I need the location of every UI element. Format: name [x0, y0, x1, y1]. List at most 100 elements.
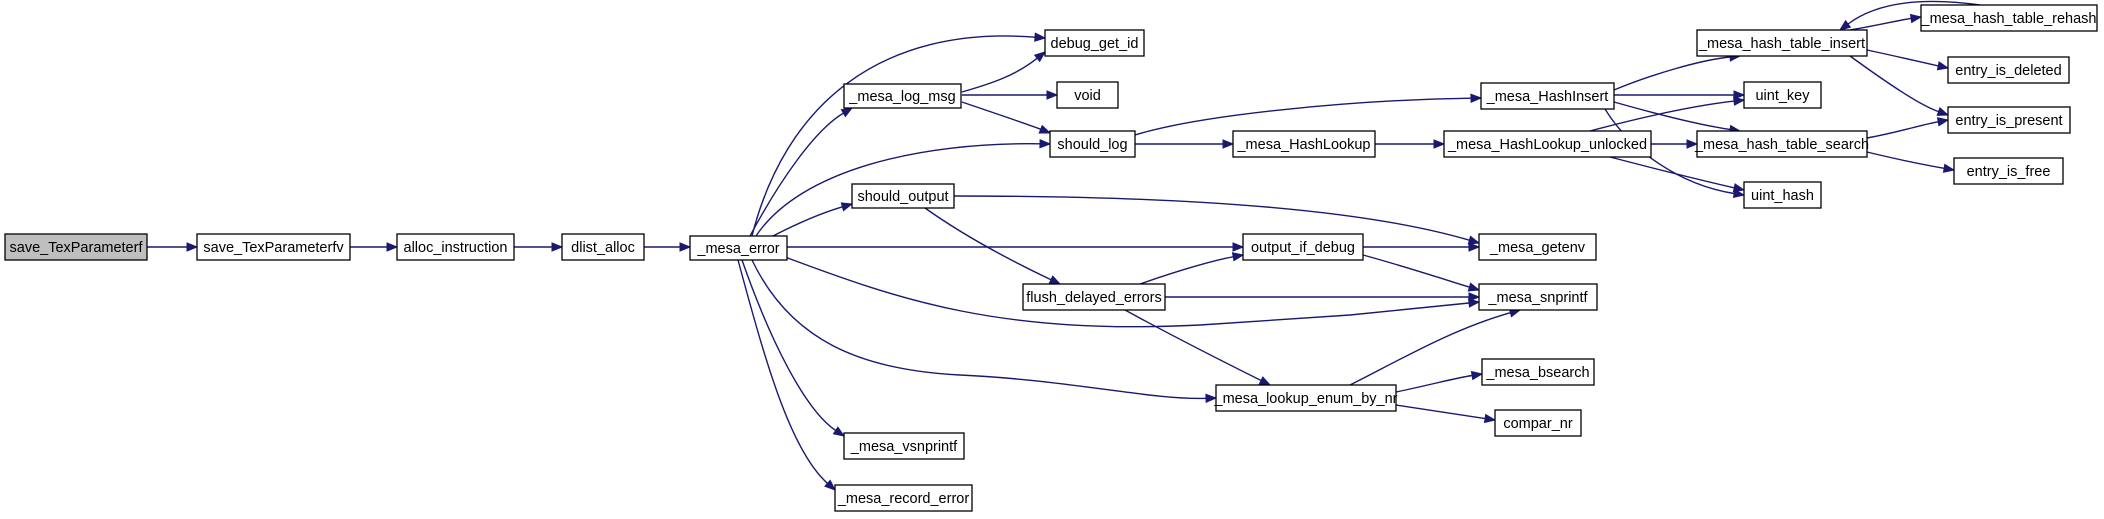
edge-should_output-to-flush_delayed_errors [924, 207, 1062, 285]
edge-line [772, 206, 843, 237]
node-label: _mesa_hash_table_insert [1698, 36, 1865, 52]
node-output-if-debug[interactable]: output_if_debug [1242, 233, 1364, 261]
node-mesa-hash-table-search[interactable]: _mesa_hash_table_search [1694, 130, 1869, 158]
edge-_mesa_error-to-output_if_debug [787, 242, 1245, 252]
edge-line [1362, 254, 1470, 288]
node-save-texparameterf[interactable]: save_TexParameterf [4, 233, 148, 261]
node-mesa-lookup-enum-by-nr[interactable]: _mesa_lookup_enum_by_nr [1214, 384, 1398, 412]
edge-should_output-to-_mesa_getenv [953, 195, 1481, 245]
node-box [1920, 4, 2098, 32]
node-mesa-snprintf[interactable]: _mesa_snprintf [1478, 283, 1598, 311]
arrowhead-icon [1258, 376, 1272, 386]
node-box [1947, 56, 2070, 84]
node-box [1022, 283, 1166, 311]
edge-_mesa_HashInsert-to-uint_hash [1604, 108, 1746, 199]
edge-_mesa_error-to-_mesa_record_error [737, 259, 837, 491]
arrowhead-icon [1467, 235, 1481, 245]
node-void[interactable]: void [1056, 81, 1119, 109]
node-label: _mesa_snprintf [1487, 290, 1588, 306]
edge-save_TexParameterfv-to-alloc_instruction [350, 242, 399, 252]
node-label: output_if_debug [1251, 240, 1355, 256]
node-entry-is-deleted[interactable]: entry_is_deleted [1947, 56, 2070, 84]
edge-_mesa_hash_table_search-to-entry_is_present [1866, 117, 1950, 139]
edge-_mesa_error-to-_mesa_lookup_enum_by_nr [751, 259, 1218, 404]
node-entry-is-present[interactable]: entry_is_present [1947, 106, 2071, 134]
node-label: entry_is_deleted [1955, 63, 2061, 79]
edge-should_log-to-_mesa_HashLookup [1135, 139, 1235, 149]
edge-line [1395, 404, 1486, 420]
node-mesa-hashinsert[interactable]: _mesa_HashInsert [1480, 82, 1615, 110]
node-box [1696, 130, 1868, 158]
node-label: void [1074, 88, 1101, 104]
node-box [843, 432, 965, 460]
arrowhead-icon [1433, 139, 1446, 149]
node-mesa-record-error[interactable]: _mesa_record_error [834, 484, 973, 512]
node-debug-get-id[interactable]: debug_get_id [1044, 29, 1145, 57]
node-alloc-instruction[interactable]: alloc_instruction [396, 233, 515, 261]
edge-_mesa_HashLookup_unlocked-to-uint_key [1589, 96, 1746, 132]
node-compar-nr[interactable]: compar_nr [1494, 409, 1582, 437]
edge-line [1349, 312, 1511, 386]
arrowhead-icon [1483, 413, 1497, 424]
arrowhead-icon [1467, 282, 1481, 292]
node-mesa-hash-table-rehash[interactable]: _mesa_hash_table_rehash [1920, 4, 2098, 32]
edge-line [749, 112, 844, 237]
edge-line [953, 195, 1470, 241]
arrowhead-icon [386, 242, 399, 252]
edge-_mesa_hash_table_rehash-to-_mesa_hash_table_insert [1838, 0, 1981, 31]
arrowhead-icon [1936, 61, 1950, 71]
edge-line [1849, 55, 1939, 113]
node-box [834, 484, 973, 512]
arrowhead-icon [551, 242, 564, 252]
node-box [851, 183, 955, 209]
node-mesa-hashlookup-unlocked[interactable]: _mesa_HashLookup_unlocked [1443, 130, 1652, 158]
edge-line [1134, 97, 1472, 136]
node-label: _mesa_HashLookup_unlocked [1447, 137, 1647, 153]
node-box [1044, 29, 1145, 57]
node-flush-delayed-errors[interactable]: flush_delayed_errors [1022, 283, 1166, 311]
node-box [1696, 29, 1868, 57]
arrowhead-icon [1733, 96, 1746, 106]
arrowhead-icon [1470, 370, 1484, 381]
node-save-texparameterfv[interactable]: save_TexParameterfv [196, 233, 351, 261]
arrowhead-icon [1033, 51, 1047, 63]
edge-line [784, 256, 1470, 328]
node-label: dlist_alloc [571, 240, 635, 256]
node-mesa-hash-table-insert[interactable]: _mesa_hash_table_insert [1696, 29, 1868, 57]
arrowhead-icon [1205, 393, 1218, 404]
node-uint-key[interactable]: uint_key [1743, 81, 1822, 109]
node-mesa-error[interactable]: _mesa_error [689, 235, 788, 261]
node-label: debug_get_id [1051, 36, 1139, 52]
arrowhead-icon [1936, 117, 1950, 127]
edge-line [1613, 101, 1731, 131]
node-mesa-vsnprintf[interactable]: _mesa_vsnprintf [843, 432, 965, 460]
node-label: compar_nr [1503, 416, 1572, 432]
edge-output_if_debug-to-_mesa_snprintf [1362, 254, 1481, 292]
node-label: _mesa_record_error [837, 491, 970, 507]
node-label: _mesa_vsnprintf [850, 439, 958, 455]
node-box [1481, 358, 1595, 386]
node-mesa-hashlookup[interactable]: _mesa_HashLookup [1232, 130, 1376, 158]
edge-line [737, 259, 828, 484]
arrowhead-icon [1470, 93, 1483, 103]
edge-_mesa_HashLookup_unlocked-to-_mesa_hash_table_search [1651, 139, 1699, 149]
edge-line [1849, 17, 1912, 31]
arrowhead-icon [1732, 188, 1746, 199]
node-uint-hash[interactable]: uint_hash [1743, 181, 1822, 209]
arrowhead-icon [1048, 275, 1062, 285]
node-should-log[interactable]: should_log [1049, 130, 1136, 158]
node-mesa-log-msg[interactable]: _mesa_log_msg [843, 83, 962, 109]
node-label: _mesa_error [696, 241, 779, 257]
edge-output_if_debug-to-_mesa_getenv [1363, 242, 1481, 252]
node-label: uint_key [1755, 88, 1810, 104]
node-should-output[interactable]: should_output [851, 183, 955, 209]
node-dlist-alloc[interactable]: dlist_alloc [561, 233, 645, 261]
edge-line [751, 35, 1036, 237]
node-mesa-bsearch[interactable]: _mesa_bsearch [1481, 358, 1595, 386]
arrowhead-icon [1909, 13, 1923, 24]
edge-_mesa_log_msg-to-void [962, 90, 1059, 100]
node-label: _mesa_hash_table_rehash [1921, 11, 2097, 27]
node-mesa-getenv[interactable]: _mesa_getenv [1478, 233, 1597, 261]
arrowhead-icon [1039, 139, 1052, 149]
node-entry-is-free[interactable]: entry_is_free [1953, 157, 2064, 185]
